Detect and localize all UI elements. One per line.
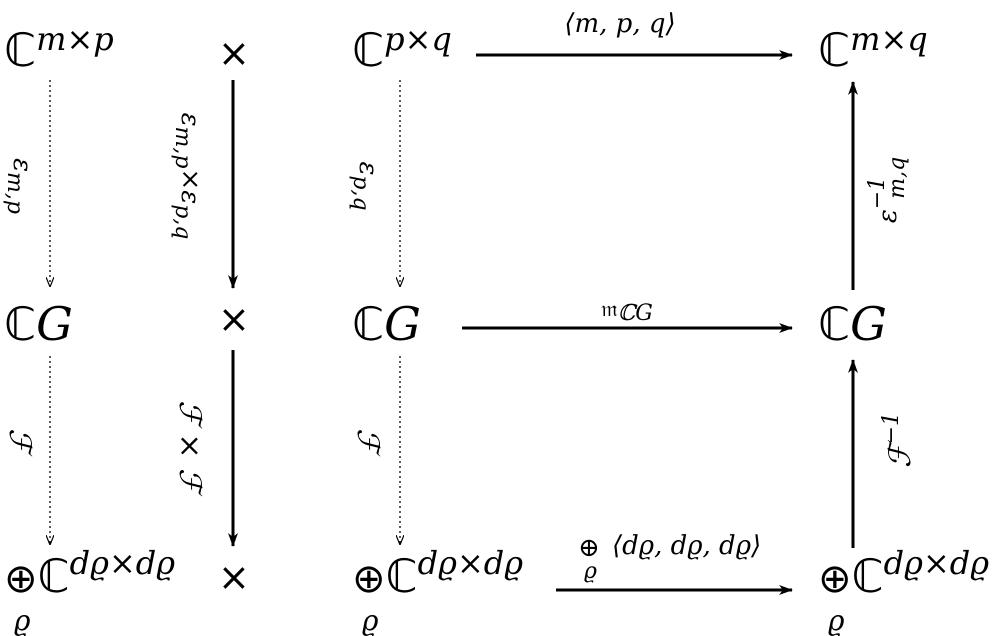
svg-text:εp,q: εp,q — [348, 161, 383, 210]
label-middle-multiplication: 𝔪ℂG — [601, 297, 653, 326]
label-fourier-product: ℱ × ℱ — [172, 400, 207, 497]
label-fourier-inverse: ℱ−1 — [879, 412, 918, 468]
svg-text:ℱ: ℱ — [350, 428, 385, 457]
svg-text:𝔪ℂG: 𝔪ℂG — [601, 297, 653, 326]
svg-text:ℂG: ℂG — [352, 297, 421, 351]
svg-text:ℂG: ℂG — [818, 297, 887, 351]
node-cg-middle: ℂG — [352, 297, 421, 351]
svg-text:⊕ℂdϱ×dϱ: ⊕ℂdϱ×dϱ — [352, 544, 523, 603]
svg-text:ℂm×q: ℂm×q — [818, 20, 928, 77]
svg-text:ℂm×p: ℂm×p — [4, 20, 114, 77]
svg-text:ϱ: ϱ — [828, 604, 845, 636]
node-c-p-by-q: ℂp×q — [352, 20, 452, 77]
node-c-m-by-q: ℂm×q — [818, 20, 928, 77]
svg-text:⊕: ⊕ — [578, 533, 600, 563]
label-fourier-middle: ℱ — [350, 428, 385, 457]
svg-text:ℂG: ℂG — [4, 297, 73, 351]
node-c-m-by-p: ℂm×p — [4, 20, 114, 77]
node-direct-sum-right: ⊕ℂdϱ×dϱ ϱ — [818, 544, 989, 636]
svg-text:⟨dϱ, dϱ, dϱ⟩: ⟨dϱ, dϱ, dϱ⟩ — [612, 531, 761, 561]
svg-text:ϱ: ϱ — [362, 604, 379, 636]
node-cg-left: ℂG — [4, 297, 73, 351]
svg-text:⊕ℂdϱ×dϱ: ⊕ℂdϱ×dϱ — [818, 544, 989, 603]
node-direct-sum-left: ⊕ℂdϱ×dϱ ϱ — [4, 544, 175, 636]
label-eps-inverse: ε−1m,q — [865, 157, 910, 223]
label-eps-pq: εp,q — [348, 161, 383, 210]
node-cg-right: ℂG — [818, 297, 887, 351]
svg-text:ϱ: ϱ — [584, 559, 597, 584]
product-sign-row3: × — [218, 555, 250, 599]
svg-text:⊕ℂdϱ×dϱ: ⊕ℂdϱ×dϱ — [4, 544, 175, 603]
svg-text:εm,p×εp,q: εm,p×εp,q — [170, 113, 205, 240]
label-eps-mp: εm,p — [2, 158, 37, 214]
svg-text:ℱ: ℱ — [2, 428, 37, 457]
svg-text:ℱ−1: ℱ−1 — [879, 412, 918, 468]
svg-text:ε−1m,q: ε−1m,q — [865, 157, 910, 223]
label-bottom-direct-sum: ⊕ ϱ ⟨dϱ, dϱ, dϱ⟩ — [578, 531, 761, 584]
product-sign-row1: × — [218, 31, 250, 75]
svg-text:ϱ: ϱ — [14, 604, 31, 636]
svg-text:εm,p: εm,p — [2, 158, 37, 214]
label-eps-product: εm,p×εp,q — [170, 113, 205, 240]
label-fourier-left: ℱ — [2, 428, 37, 457]
svg-text:ℂp×q: ℂp×q — [352, 20, 452, 77]
node-direct-sum-middle: ⊕ℂdϱ×dϱ ϱ — [352, 544, 523, 636]
product-sign-row2: × — [218, 297, 250, 341]
svg-text:ℱ × ℱ: ℱ × ℱ — [172, 400, 207, 497]
label-top-tensor: ⟨m, p, q⟩ — [564, 9, 675, 39]
